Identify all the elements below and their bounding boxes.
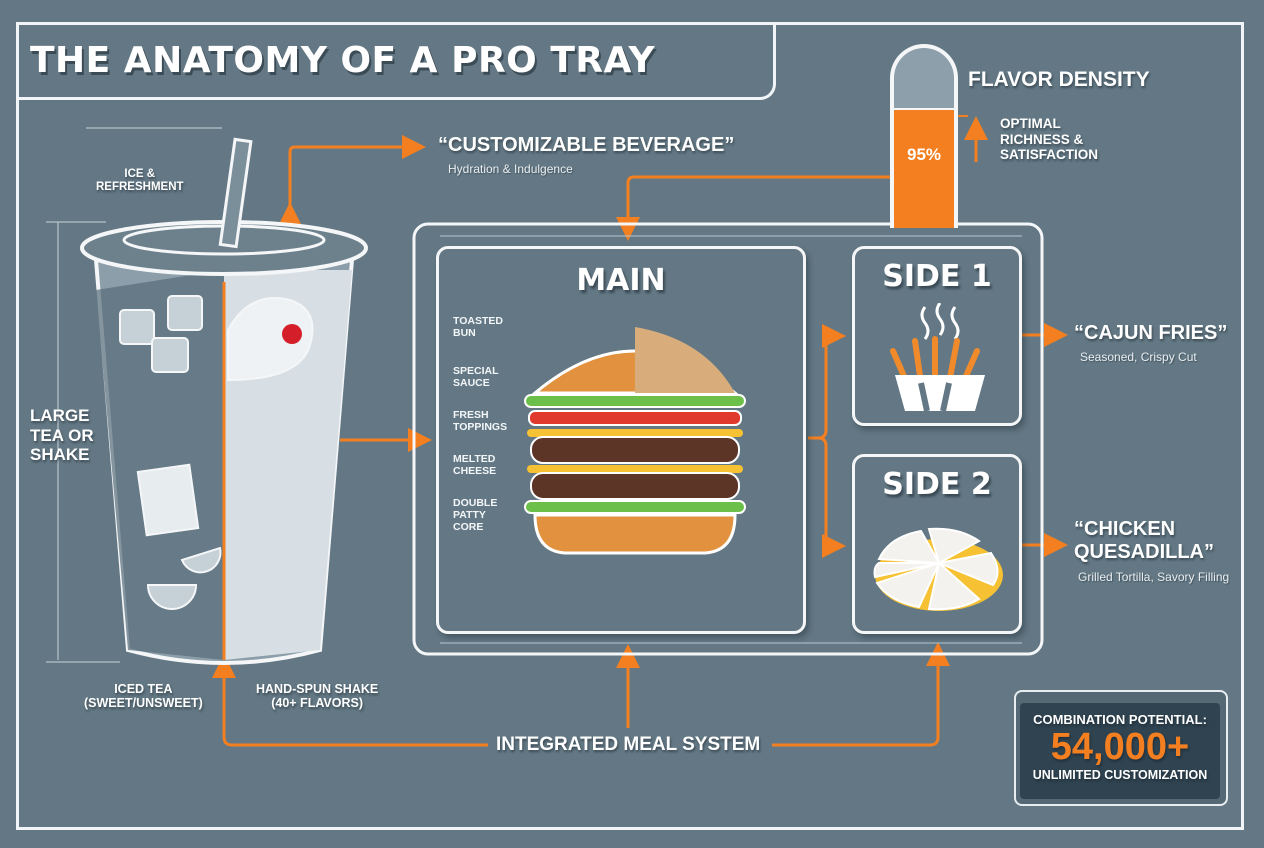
stat-caption: UNLIMITED CUSTOMIZATION <box>1032 767 1208 782</box>
gauge-fill: 95% <box>894 108 954 228</box>
side2-title-line: QUESADILLA” <box>1074 541 1214 563</box>
side1-title: SIDE 1 <box>882 259 992 294</box>
shake-label: HAND-SPUN SHAKE (40+ FLAVORS) <box>256 682 378 711</box>
main-box: MAIN TOASTED BUN SPECIAL SAUCE FRESH TOP… <box>436 246 806 634</box>
page-title: THE ANATOMY OF A PRO TRAY <box>30 40 656 81</box>
gauge-value: 95% <box>906 145 942 164</box>
layer-label-sauce: SPECIAL SAUCE <box>453 365 499 389</box>
stat-value: 54,000+ <box>1050 725 1190 768</box>
layer-line: FRESH <box>453 409 489 421</box>
side2-title-line: “CHICKEN <box>1074 518 1176 540</box>
layer-line: BUN <box>453 327 476 340</box>
layer-line: TOPPINGS <box>453 421 508 434</box>
size-label-line: SHAKE <box>30 445 90 465</box>
main-title: MAIN <box>576 263 666 298</box>
beverage-callout-title: “CUSTOMIZABLE BEVERAGE” <box>438 134 735 156</box>
title-tab <box>16 22 776 100</box>
layer-line: DOUBLE <box>453 497 498 509</box>
stat-label: COMBINATION POTENTIAL: <box>1033 712 1207 727</box>
cup-illustration <box>80 137 368 665</box>
side1-callout-title: “CAJUN FRIES” <box>1074 322 1228 344</box>
layer-line: PATTY <box>453 509 486 522</box>
size-label: LARGE TEA OR SHAKE <box>30 406 94 465</box>
layer-line: SAUCE <box>453 377 490 390</box>
stat-card: COMBINATION POTENTIAL: 54,000+ UNLIMITED… <box>1020 703 1220 799</box>
iced-tea-label: ICED TEA (SWEET/UNSWEET) <box>84 682 203 711</box>
ice-label-line: ICE & <box>124 168 156 180</box>
side2-box: SIDE 2 <box>852 454 1022 634</box>
layer-label-cheese: MELTED CHEESE <box>453 453 496 477</box>
flavor-density-note: OPTIMAL RICHNESS & SATISFACTION <box>1000 116 1098 163</box>
layer-line: CORE <box>453 521 484 534</box>
ice-label-line: REFRESHMENT <box>96 181 184 194</box>
layer-label-bun: TOASTED BUN <box>453 315 503 339</box>
side1-box: SIDE 1 <box>852 246 1022 426</box>
note-line: SATISFACTION <box>1000 147 1099 163</box>
flavor-density-title: FLAVOR DENSITY <box>968 68 1150 91</box>
shake-line: (40+ FLAVORS) <box>271 696 364 711</box>
layer-line: SPECIAL <box>453 365 499 377</box>
burger-icon <box>524 327 746 555</box>
side2-title: SIDE 2 <box>882 467 992 502</box>
layer-label-patty: DOUBLE PATTY CORE <box>453 497 497 533</box>
iced-tea-line: (SWEET/UNSWEET) <box>84 696 203 711</box>
size-label-line: TEA OR <box>30 425 94 445</box>
fries-icon <box>890 303 985 412</box>
side1-callout-subtitle: Seasoned, Crispy Cut <box>1080 350 1197 364</box>
outer-frame <box>16 22 1244 830</box>
shake-line: HAND-SPUN SHAKE <box>256 682 379 696</box>
size-label-line: LARGE <box>30 406 90 425</box>
layer-line: TOASTED <box>453 315 503 327</box>
ice-label: ICE & REFRESHMENT <box>96 168 184 194</box>
side2-callout-subtitle: Grilled Tortilla, Savory Filling <box>1078 570 1230 584</box>
side2-callout-title: “CHICKEN QUESADILLA” <box>1074 518 1214 564</box>
note-line: RICHNESS & <box>1000 131 1084 147</box>
flavor-density-gauge: 95% <box>890 44 958 228</box>
beverage-callout-subtitle: Hydration & Indulgence <box>448 162 573 176</box>
layer-line: CHEESE <box>453 465 497 478</box>
system-label: INTEGRATED MEAL SYSTEM <box>496 734 761 755</box>
quesadilla-icon <box>873 527 1003 611</box>
layer-line: MELTED <box>453 453 496 465</box>
note-line: OPTIMAL <box>1000 116 1061 131</box>
layer-label-toppings: FRESH TOPPINGS <box>453 409 507 433</box>
iced-tea-line: ICED TEA <box>114 682 173 696</box>
